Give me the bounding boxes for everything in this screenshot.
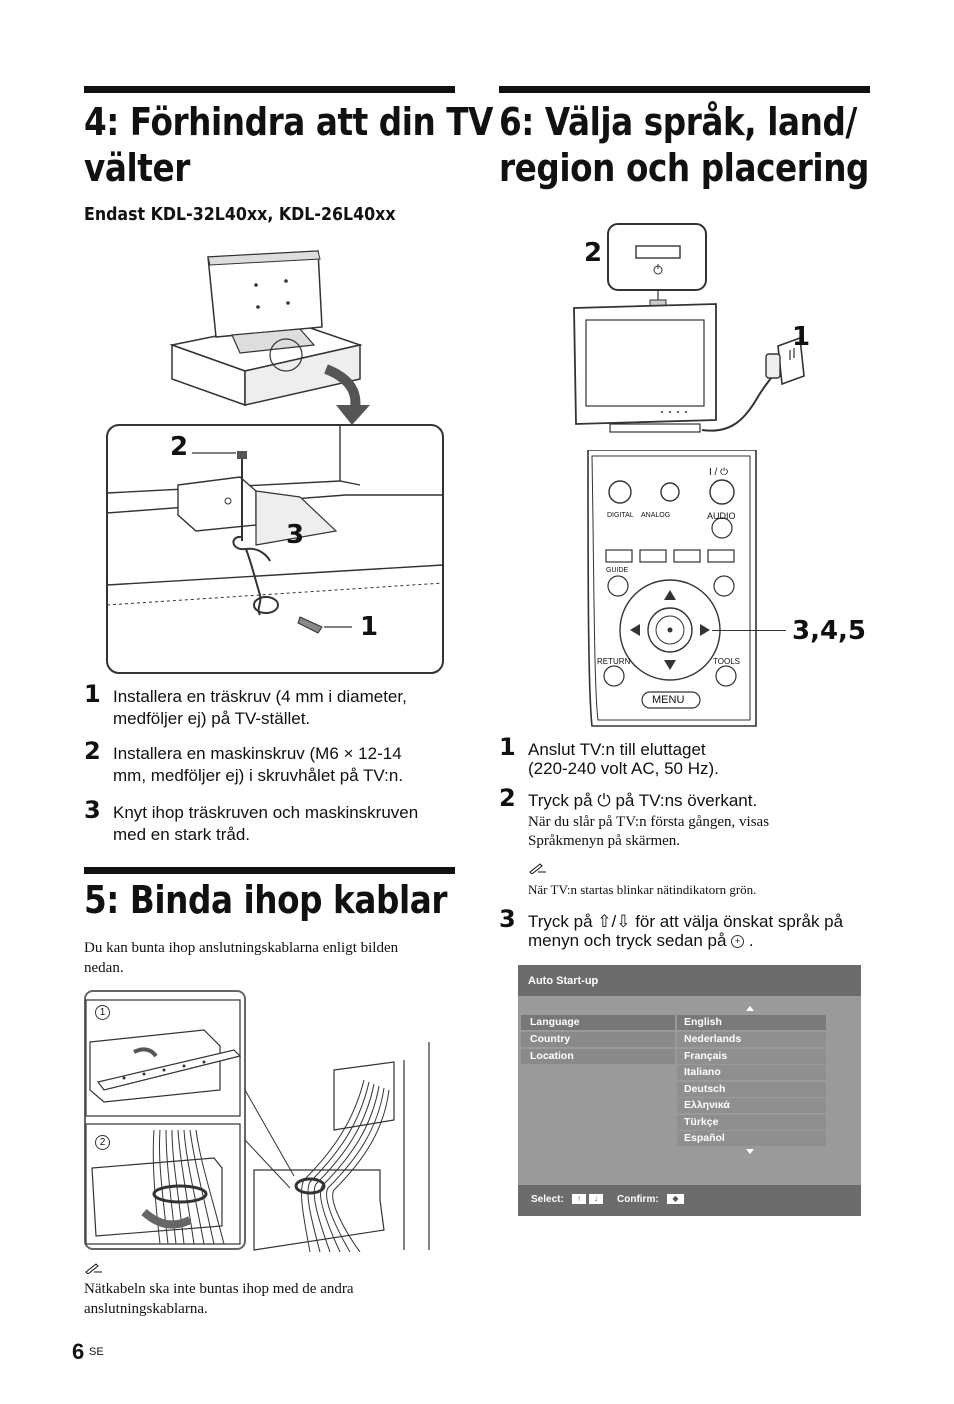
sec4-step3-line2: med en stark tråd. <box>113 825 251 844</box>
remote-label-guide: GUIDE <box>606 567 629 574</box>
section4-subtitle: Endast KDL-32L40xx, KDL-26L40xx <box>84 204 396 225</box>
menu-option-italiano[interactable]: Italiano <box>677 1065 826 1080</box>
tv-power-illustration <box>573 223 805 433</box>
note-pencil-icon-2 <box>529 863 546 874</box>
section5-rule <box>84 867 455 874</box>
section6-title-line1: 6: Välja språk, land/ <box>499 100 857 144</box>
menu-option-deutsch[interactable]: Deutsch <box>677 1082 826 1097</box>
sec6-step1-number: 1 <box>499 733 516 761</box>
sec4-step2-line1: Installera en maskinskruv (M6 × 12-14 <box>113 744 402 763</box>
sec6-step2-text-before: Tryck på <box>528 791 598 810</box>
sec6-step3-line1: Tryck på ⇧/⇩ för att välja önskat språk … <box>528 912 844 931</box>
section5-intro-line2: nedan. <box>84 960 124 976</box>
section6-title-line2: region och placering <box>499 146 870 190</box>
sec6-step1-line1: Anslut TV:n till eluttaget <box>528 740 706 759</box>
power-icon: ⏻ <box>597 791 611 811</box>
up-arrow-key-icon: ↑ <box>572 1194 586 1204</box>
callout-345-sec6: 3,4,5 <box>792 616 867 646</box>
menu-option-francais[interactable]: Français <box>677 1049 826 1064</box>
menu-footer-confirm-label: Confirm: <box>617 1194 659 1205</box>
page-number: 6 <box>72 1339 85 1364</box>
down-arrow-key-icon: ↓ <box>589 1194 603 1204</box>
sec6-step2-note: När TV:n startas blinkar nätindikatorn g… <box>528 882 757 897</box>
menu-header-bar <box>518 965 861 996</box>
sec6-step2-text-after: på TV:ns överkant. <box>610 791 758 810</box>
remote-control-illustration <box>587 450 757 727</box>
menu-left-item-location[interactable]: Location <box>521 1049 675 1064</box>
sec6-step2-text: Tryck på ⏻ på TV:ns överkant. <box>528 790 757 812</box>
menu-option-nederlands[interactable]: Nederlands <box>677 1032 826 1047</box>
sec6-step1-line2: (220-240 volt AC, 50 Hz). <box>528 759 719 778</box>
menu-left-item-country[interactable]: Country <box>521 1032 675 1047</box>
sec6-step2-number: 2 <box>499 784 516 812</box>
menu-header-title: Auto Start-up <box>528 975 599 987</box>
tv-stand-illustration <box>106 250 444 674</box>
remote-label-return: RETURN <box>597 657 631 666</box>
menu-left-item-language[interactable]: Language <box>521 1015 675 1030</box>
section4-rule <box>84 86 455 93</box>
note-pencil-icon <box>85 1263 102 1274</box>
sec4-step1-line1: Installera en träskruv (4 mm i diameter, <box>113 687 407 706</box>
page-language-code: SE <box>89 1346 104 1358</box>
sec6-step3-line2: menyn och tryck sedan på + . <box>528 930 754 952</box>
section6-rule <box>499 86 870 93</box>
callout-3-sec4: 3 <box>286 520 305 550</box>
section5-note-line2: anslutningskablarna. <box>84 1301 208 1317</box>
inset-label-2: 2 <box>95 1135 110 1150</box>
sec6-step2-detail-line1: När du slår på TV:n första gången, visas <box>528 814 770 830</box>
remote-label-tools: TOOLS <box>713 657 740 666</box>
sec6-step3-line2-text: menyn och tryck sedan på <box>528 931 727 950</box>
cable-bundling-illustration <box>84 990 430 1252</box>
menu-footer-bar <box>518 1185 861 1216</box>
callout-1-sec6: 1 <box>792 322 811 352</box>
remote-label-digital: DIGITAL <box>607 512 634 519</box>
section4-title-line2: välter <box>84 146 190 190</box>
enter-icon: + <box>731 935 745 949</box>
enter-key-icon: ◆ <box>667 1194 684 1204</box>
remote-label-menu: MENU <box>652 694 685 706</box>
callout-line-345 <box>712 630 786 631</box>
menu-option-english[interactable]: English <box>677 1015 826 1030</box>
remote-label-analog: ANALOG <box>641 512 671 519</box>
sec6-step2-detail-line2: Språkmenyn på skärmen. <box>528 833 681 849</box>
sec4-step1-number: 1 <box>84 680 101 708</box>
sec4-step2-line2: mm, medföljer ej) i skruvhålet på TV:n. <box>113 766 404 785</box>
scroll-up-icon <box>746 1006 754 1011</box>
menu-footer-select-label: Select: <box>531 1194 564 1205</box>
remote-label-power: I / ⏻ <box>709 467 729 478</box>
scroll-down-icon <box>746 1149 754 1154</box>
sec6-step3-line2-end: . <box>744 931 754 950</box>
menu-option-turkce[interactable]: Türkçe <box>677 1115 826 1130</box>
sec4-step3-number: 3 <box>84 796 101 824</box>
sec6-step3-number: 3 <box>499 905 516 933</box>
menu-option-espanol[interactable]: Español <box>677 1131 826 1146</box>
section4-title-line1: 4: Förhindra att din TV <box>84 100 494 144</box>
sec4-step1-line2: medföljer ej) på TV-stället. <box>113 709 311 728</box>
sec4-step3-line1: Knyt ihop träskruven och maskinskruven <box>113 803 419 822</box>
section5-note-line1: Nätkabeln ska inte buntas ihop med de an… <box>84 1281 354 1297</box>
remote-label-audio: AUDIO <box>707 511 736 521</box>
section5-intro-line1: Du kan bunta ihop anslutningskablarna en… <box>84 940 399 956</box>
sec4-step2-number: 2 <box>84 737 101 765</box>
callout-2-sec6: 2 <box>584 238 603 268</box>
menu-option-greek[interactable]: Ελληνικά <box>677 1098 826 1113</box>
callout-2-sec4: 2 <box>170 432 189 462</box>
section5-title: 5: Binda ihop kablar <box>84 878 448 922</box>
callout-1-sec4: 1 <box>360 612 379 642</box>
inset-label-1: 1 <box>95 1005 110 1020</box>
